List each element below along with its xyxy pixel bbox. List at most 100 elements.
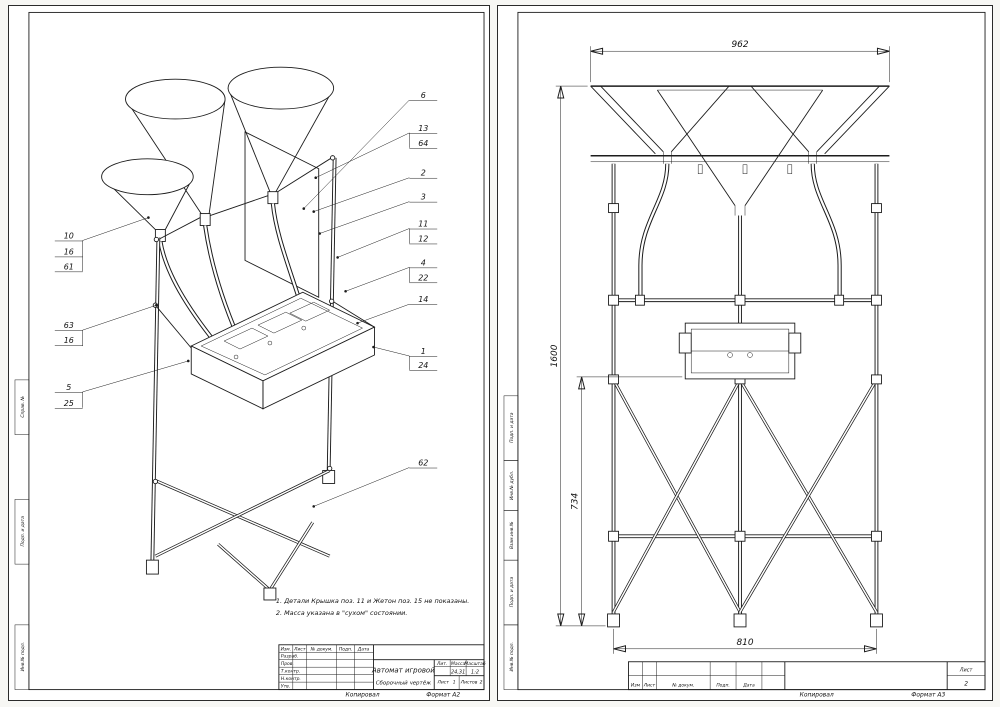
position-number: 5 [66, 383, 71, 392]
dimension-width-bottom: 810 [613, 628, 877, 654]
stamp-label: Инв.№ дубл. [509, 471, 515, 500]
tb-header: Изм. [281, 646, 292, 652]
tb-header: Изм [631, 683, 641, 689]
tb-sheet-value: 1 [453, 680, 456, 686]
copied-label: Копировал [800, 692, 834, 699]
note-line: 1. Детали Крышка поз. 11 и Жетон поз. 15… [276, 597, 469, 605]
tb-sheets-label: Листов [460, 680, 478, 686]
stamp-label: Подп. и дата [509, 412, 515, 443]
a2-drawing: Справ. № Подп. и дата Инв.№ подл. [14, 11, 486, 699]
tb-header: Подп. [716, 683, 730, 689]
tb-role: Пров. [281, 661, 294, 667]
format-label: Формат А3 [911, 692, 945, 699]
mechanism-tray [190, 291, 376, 410]
sheet-number-value: 2 [964, 681, 968, 688]
stamp-label: Инв.№ подл. [509, 642, 515, 671]
format-label: Формат А2 [426, 692, 460, 699]
drawing-subtitle: Сборочный чертёж [376, 681, 431, 687]
mechanism-box [678, 322, 802, 380]
position-number: 22 [418, 273, 428, 282]
position-number: 64 [418, 139, 428, 148]
tb-header: Подп. [339, 646, 353, 652]
joint-bolts [152, 155, 336, 485]
position-number: 16 [64, 247, 74, 256]
sheet-a3-front-view: Подп. и дата Инв.№ дубл. Взам.инв.№ Подп… [497, 5, 993, 701]
tb-header: Дата [357, 646, 370, 652]
front-view [590, 85, 890, 628]
cross-braces [154, 469, 331, 601]
position-number: 12 [418, 234, 428, 243]
cross-braces [608, 374, 882, 613]
position-number: 3 [421, 193, 426, 202]
position-number: 10 [64, 231, 74, 240]
tb-mass-label: Масса [451, 661, 466, 667]
tb-scale-label: Масштаб [464, 661, 485, 667]
sheet-footer: Копировал Формат А2 [345, 692, 460, 699]
sheet-a2-assembly: Справ. № Подп. и дата Инв.№ подл. [8, 5, 490, 701]
sheet-number-label: Лист [959, 668, 974, 674]
position-number: 6 [421, 91, 426, 100]
chute-tubes [638, 163, 842, 298]
tb-lit-label: Лит. [436, 661, 447, 667]
callout-numbers-left: 10 16 61 63 16 5 25 [54, 231, 83, 409]
tb-role: Т.контр. [281, 669, 300, 675]
a3-drawing: Подп. и дата Инв.№ дубл. Взам.инв.№ Подп… [503, 11, 986, 699]
position-number: 4 [421, 258, 426, 267]
position-number: 61 [64, 262, 74, 271]
funnel-top-left [125, 78, 226, 226]
dim-value: 810 [736, 638, 753, 648]
tb-sheets-value: 2 [480, 680, 483, 686]
position-number: 14 [418, 295, 428, 304]
tb-role: Н.контр. [281, 676, 301, 682]
tb-scale-value: 1:2 [471, 670, 479, 676]
dimension-height-lower: 734 [571, 376, 683, 627]
dimension-height-total: 1600 [550, 85, 606, 627]
funnel-left [101, 158, 194, 242]
dim-value: 962 [731, 40, 748, 50]
callout-leaders [82, 99, 410, 508]
position-number: 25 [64, 399, 74, 408]
tb-role: Разраб. [281, 654, 299, 660]
position-number: 24 [418, 361, 428, 370]
left-margin-stamps: Подп. и дата Инв.№ дубл. Взам.инв.№ Подп… [503, 395, 519, 690]
stamp-label: Подп. и дата [509, 577, 515, 608]
dimension-width-top: 962 [590, 40, 890, 83]
left-margin-stamps: Справ. № Подп. и дата Инв.№ подл. [14, 379, 30, 690]
tb-header: № докум. [310, 646, 333, 652]
tb-header: Дата [742, 683, 755, 689]
callout-numbers-right: 6 13 64 2 3 11 12 4 22 14 1 24 62 [409, 91, 438, 469]
title-block: Изм. Лист № докум. Подп. Дата Разраб. Пр… [278, 644, 486, 691]
tb-role: Утв. [281, 684, 290, 690]
tb-header: Лист [643, 683, 656, 689]
funnel-top-right [227, 66, 335, 205]
sheet-footer: Копировал Формат А3 [800, 692, 946, 699]
position-number: 13 [418, 124, 428, 133]
top-rails [158, 157, 332, 240]
stamp-label: Инв.№ подл. [20, 642, 26, 671]
hopper-group [590, 85, 890, 216]
position-number: 2 [421, 169, 426, 178]
tb-mass-value: 24,31 [451, 670, 465, 676]
tb-sheet-label: Лист [437, 680, 450, 686]
position-number: 62 [418, 459, 428, 468]
position-number: 11 [418, 220, 428, 229]
rear-panel-plate [244, 131, 320, 298]
dim-value: 734 [571, 493, 581, 510]
mid-rails [155, 300, 375, 349]
isometric-assembly-view [101, 66, 376, 601]
stamp-label: Справ. № [20, 396, 26, 418]
frame-border [28, 11, 485, 691]
dim-value: 1600 [550, 344, 560, 367]
feet [607, 613, 883, 628]
position-number: 63 [64, 321, 74, 330]
tb-header: Лист [293, 646, 306, 652]
tb-header: № докум. [671, 683, 694, 689]
position-number: 1 [421, 347, 426, 356]
copied-label: Копировал [345, 692, 379, 699]
position-number: 16 [64, 336, 74, 345]
stamp-label: Подп. и дата [20, 516, 26, 547]
title-strip: Изм Лист № докум. Подп. Дата Лист 2 [628, 661, 986, 691]
note-line: 2. Масса указана в "сухом" состоянии. [276, 609, 408, 617]
technical-notes: 1. Детали Крышка поз. 11 и Жетон поз. 15… [276, 597, 469, 617]
